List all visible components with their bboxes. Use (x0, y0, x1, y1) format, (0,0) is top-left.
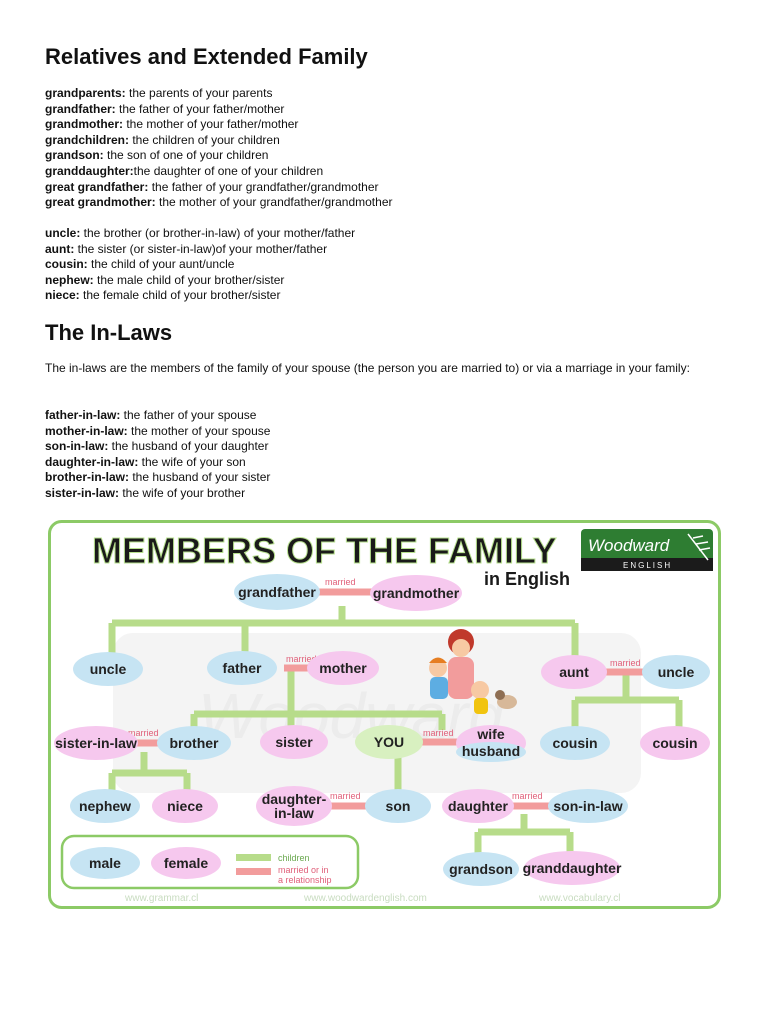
section-title-relatives: Relatives and Extended Family (45, 44, 368, 70)
definitions-list-grandparents: grandparents: the parents of your parent… (45, 86, 393, 211)
definition-item: grandmother: the mother of your father/m… (45, 117, 393, 133)
node-aunt: aunt (541, 655, 607, 689)
married-label: married (610, 658, 641, 668)
legend-female-label: female (164, 855, 209, 871)
svg-text:brother: brother (170, 735, 220, 751)
definition-item: uncle: the brother (or brother-in-law) o… (45, 226, 355, 242)
svg-text:cousin: cousin (552, 735, 597, 751)
node-brother: brother (157, 726, 231, 760)
svg-text:niece: niece (167, 798, 203, 814)
node-uncle-right: uncle (642, 655, 710, 689)
node-cousin-2: cousin (640, 726, 710, 760)
footer-url: www.grammar.cl (124, 893, 198, 904)
legend-married-label-2: a relationship (278, 875, 332, 885)
svg-text:son: son (386, 798, 411, 814)
definition-item: grandson: the son of one of your childre… (45, 148, 393, 164)
definition-item: niece: the female child of your brother/… (45, 288, 355, 304)
svg-text:YOU: YOU (374, 734, 404, 750)
node-father: father (207, 651, 277, 685)
svg-text:sister-in-law: sister-in-law (55, 735, 137, 751)
svg-text:daughter: daughter (448, 798, 508, 814)
node-uncle-left: uncle (73, 652, 143, 686)
node-nephew: nephew (70, 789, 140, 823)
node-son-in-law: son-in-law (548, 789, 628, 823)
woodward-logo: Woodward ENGLISH (581, 529, 713, 571)
married-label: married (512, 791, 543, 801)
definition-item: grandparents: the parents of your parent… (45, 86, 393, 102)
node-daughter-in-law: daughter-in-law (256, 786, 332, 826)
in-laws-intro: The in-laws are the members of the famil… (45, 361, 725, 377)
definition-item: nephew: the male child of your brother/s… (45, 273, 355, 289)
legend-married-label: married or in (278, 865, 329, 875)
definitions-list-extended: uncle: the brother (or brother-in-law) o… (45, 226, 355, 304)
definition-item: granddaughter:the daughter of one of you… (45, 164, 393, 180)
legend-children-swatch (236, 854, 271, 861)
node-grandfather: grandfather (234, 574, 320, 610)
node-sister: sister (260, 725, 328, 759)
svg-text:in-law: in-law (274, 805, 314, 821)
svg-text:grandson: grandson (449, 861, 513, 877)
definition-item: father-in-law: the father of your spouse (45, 408, 270, 424)
definition-item: son-in-law: the husband of your daughter (45, 439, 270, 455)
married-label: married (330, 791, 361, 801)
svg-text:grandmother: grandmother (373, 585, 460, 601)
svg-text:wife: wife (476, 726, 504, 742)
definition-item: great grandmother: the mother of your gr… (45, 195, 393, 211)
legend-married-swatch (236, 868, 271, 875)
logo-text: Woodward (588, 536, 670, 555)
node-daughter: daughter (442, 789, 514, 823)
svg-text:sister: sister (275, 734, 313, 750)
definition-item: sister-in-law: the wife of your brother (45, 486, 270, 502)
svg-text:aunt: aunt (559, 664, 589, 680)
svg-text:granddaughter: granddaughter (523, 860, 622, 876)
svg-text:grandfather: grandfather (238, 584, 316, 600)
svg-text:father: father (223, 660, 262, 676)
node-grandmother: grandmother (370, 575, 462, 611)
svg-text:uncle: uncle (90, 661, 127, 677)
family-tree-infographic: Woodward MEMBERS OF THE FAMILY in Englis… (48, 520, 721, 909)
married-label: married (325, 577, 356, 587)
svg-text:cousin: cousin (652, 735, 697, 751)
svg-text:uncle: uncle (658, 664, 695, 680)
legend: male female children married or in a rel… (62, 836, 358, 888)
section-title-in-laws: The In-Laws (45, 320, 172, 346)
married-label: married (423, 728, 454, 738)
node-niece: niece (152, 789, 218, 823)
definition-item: mother-in-law: the mother of your spouse (45, 424, 270, 440)
infographic-subtitle: in English (484, 569, 570, 589)
legend-male-label: male (89, 855, 121, 871)
infographic-title: MEMBERS OF THE FAMILY (92, 530, 557, 571)
svg-text:husband: husband (462, 743, 520, 759)
definition-item: grandfather: the father of your father/m… (45, 102, 393, 118)
node-cousin-1: cousin (540, 726, 610, 760)
svg-text:son-in-law: son-in-law (553, 798, 622, 814)
footer-url: www.vocabulary.cl (538, 893, 621, 904)
svg-text:nephew: nephew (79, 798, 131, 814)
definition-item: grandchildren: the children of your chil… (45, 133, 393, 149)
legend-children-label: children (278, 853, 310, 863)
definitions-list-in-laws: father-in-law: the father of your spouse… (45, 408, 270, 502)
node-grandson: grandson (443, 852, 519, 886)
node-mother: mother (307, 651, 379, 685)
node-son: son (365, 789, 431, 823)
footer-url: www.woodwardenglish.com (303, 893, 427, 904)
definition-item: great grandfather: the father of your gr… (45, 180, 393, 196)
node-you: YOU (355, 725, 423, 759)
logo-subtext: ENGLISH (623, 561, 672, 570)
definition-item: daughter-in-law: the wife of your son (45, 455, 270, 471)
definition-item: aunt: the sister (or sister-in-law)of yo… (45, 242, 355, 258)
definition-item: brother-in-law: the husband of your sist… (45, 470, 270, 486)
node-sister-in-law: sister-in-law (54, 726, 138, 760)
svg-text:mother: mother (319, 660, 367, 676)
definition-item: cousin: the child of your aunt/uncle (45, 257, 355, 273)
